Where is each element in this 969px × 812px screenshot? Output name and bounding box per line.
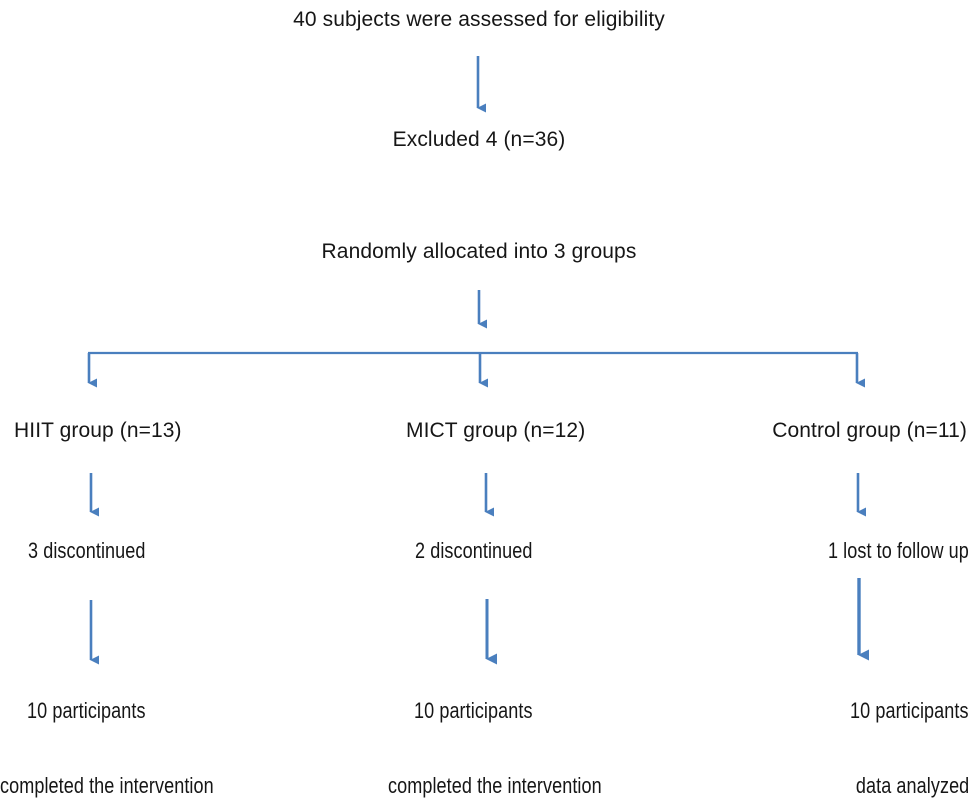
node-group-hiit-label: HIIT group (n=13) xyxy=(14,419,182,442)
node-loss-mict: 2 discontinued xyxy=(415,538,735,564)
node-final-control-note-label: data analyzed xyxy=(855,773,969,798)
node-final-control-note: data analyzed xyxy=(649,773,969,799)
node-group-control: Control group (n=11) xyxy=(649,419,967,443)
node-group-control-label: Control group (n=11) xyxy=(772,419,967,442)
node-final-hiit-note-label: completed the intervention xyxy=(0,773,214,798)
node-allocated-label: Randomly allocated into 3 groups xyxy=(321,240,637,263)
node-final-control-count-label: 10 participants xyxy=(850,698,969,723)
node-group-hiit: HIIT group (n=13) xyxy=(14,419,334,443)
node-loss-control: 1 lost to follow up xyxy=(649,538,969,564)
node-final-hiit-note: completed the intervention xyxy=(0,773,340,799)
node-final-control-count: 10 participants xyxy=(649,698,969,724)
node-excluded-label: Excluded 4 (n=36) xyxy=(392,128,566,151)
node-final-hiit-count: 10 participants xyxy=(27,698,347,724)
node-assessed-label: 40 subjects were assessed for eligibilit… xyxy=(293,8,665,31)
node-final-mict-note-label: completed the intervention xyxy=(388,773,602,798)
node-assessed-for-eligibility: 40 subjects were assessed for eligibilit… xyxy=(239,8,719,32)
node-final-mict-count: 10 participants xyxy=(414,698,734,724)
node-final-mict-note: completed the intervention xyxy=(388,773,728,799)
node-final-hiit-count-label: 10 participants xyxy=(27,698,146,723)
node-group-mict-label: MICT group (n=12) xyxy=(406,419,586,442)
node-final-mict-count-label: 10 participants xyxy=(414,698,533,723)
node-loss-control-label: 1 lost to follow up xyxy=(828,538,969,563)
node-loss-hiit: 3 discontinued xyxy=(28,538,348,564)
node-loss-hiit-label: 3 discontinued xyxy=(28,538,146,563)
node-excluded: Excluded 4 (n=36) xyxy=(329,128,629,152)
node-group-mict: MICT group (n=12) xyxy=(406,419,726,443)
node-randomly-allocated: Randomly allocated into 3 groups xyxy=(279,240,679,264)
node-loss-mict-label: 2 discontinued xyxy=(415,538,533,563)
